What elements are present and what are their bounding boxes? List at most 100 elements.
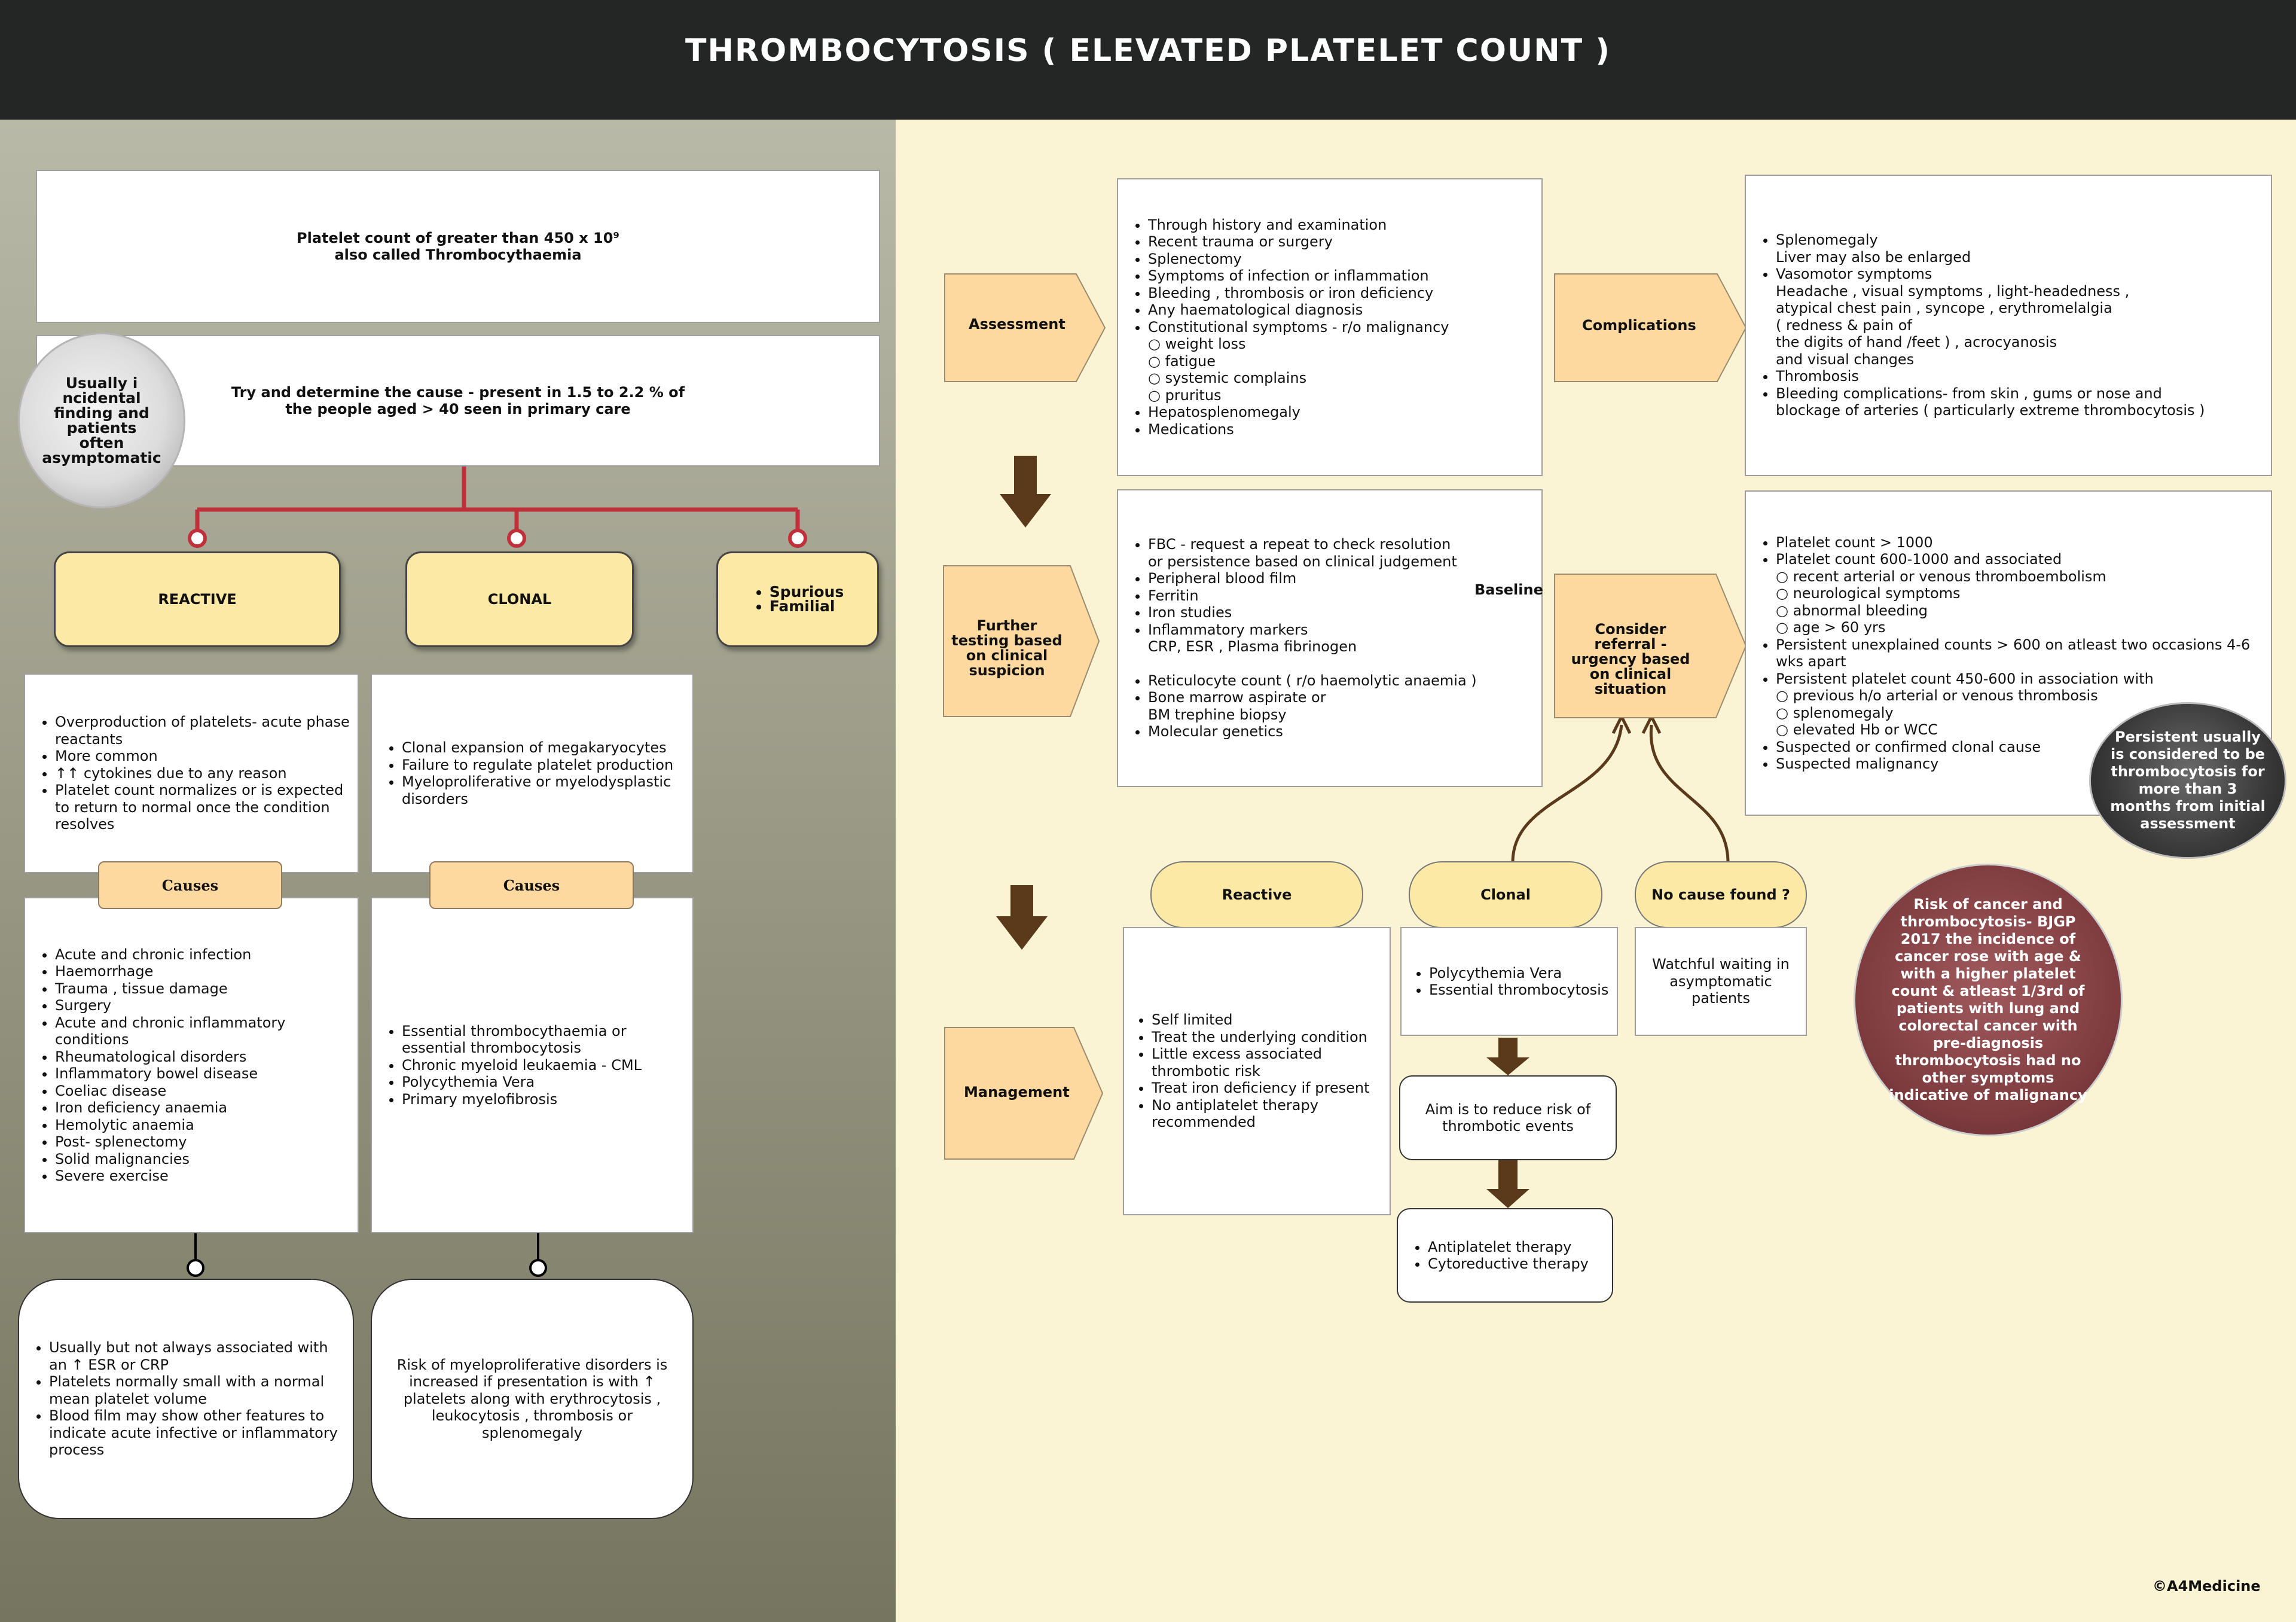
cancer-risk-circle: Risk of cancer and thrombocytosis- BJGP … bbox=[1854, 864, 2123, 1136]
list-item: pruritus bbox=[1148, 387, 1534, 404]
testing-list-2: Reticulocyte count ( r/o haemolytic anae… bbox=[1130, 672, 1534, 740]
reactive-desc-box: Overproduction of platelets- acute phase… bbox=[24, 673, 359, 873]
list-item: Spurious bbox=[770, 584, 844, 599]
list-item: Platelet count normalizes or is expected… bbox=[55, 782, 350, 833]
item-text: Inflammatory markers bbox=[1148, 621, 1308, 638]
item-text: or persistence based on clinical judgeme… bbox=[1148, 553, 1457, 570]
incidental-text: asymptomatic bbox=[42, 449, 161, 467]
referral-list-2: Persistent unexplained counts > 600 on a… bbox=[1758, 636, 2264, 688]
list-item: Treat iron deficiency if present bbox=[1152, 1080, 1382, 1097]
list-item: No antiplatelet therapy recommended bbox=[1152, 1097, 1382, 1131]
reactive-causes-list: Acute and chronic infection Haemorrhage … bbox=[37, 946, 350, 1185]
item-text: Bleeding complications- from skin , gums… bbox=[1776, 385, 2162, 402]
arrow-down-icon bbox=[1000, 456, 1051, 528]
list-item: Usually but not always associated with a… bbox=[49, 1339, 341, 1373]
item-text: CRP, ESR , Plasma fibrinogen bbox=[1148, 638, 1357, 655]
list-item: Post- splenectomy bbox=[55, 1133, 350, 1151]
header-bar bbox=[0, 0, 2296, 120]
item-text: Liver may also be enlarged bbox=[1776, 248, 1971, 266]
reactive-pill-label: Reactive bbox=[1222, 886, 1292, 903]
list-item: Thrombosis bbox=[1776, 368, 2264, 385]
list-item: age > 60 yrs bbox=[1776, 619, 2264, 636]
clonal-causes-list: Essential thrombocythaemia or essential … bbox=[384, 1023, 685, 1108]
referral-label: Consider referral - urgency based on cli… bbox=[1571, 621, 1690, 697]
list-item: Acute and chronic infection bbox=[55, 946, 350, 964]
no-cause-pill: No cause found ? bbox=[1635, 861, 1807, 928]
baseline-label: Baseline bbox=[1474, 581, 1543, 598]
list-item: ↑↑ cytokines due to any reason bbox=[55, 765, 350, 782]
list-item: Ferritin bbox=[1148, 587, 1534, 605]
no-cause-pill-label: No cause found ? bbox=[1651, 886, 1790, 903]
management-tab-shape bbox=[944, 1027, 1104, 1160]
list-item: FBC - request a repeat to check resoluti… bbox=[1148, 536, 1534, 570]
incidental-text: often bbox=[79, 434, 124, 452]
causes-label-text: Causes bbox=[161, 876, 219, 894]
assessment-list: Through history and examination Recent t… bbox=[1130, 217, 1534, 336]
list-item: Any haematological diagnosis bbox=[1148, 301, 1534, 319]
list-item: Bleeding complications- from skin , gums… bbox=[1776, 385, 2264, 419]
definition-line2: also called Thrombocythaemia bbox=[334, 246, 582, 263]
clonal-management-list: Polycythemia Vera Essential thrombocytos… bbox=[1411, 965, 1610, 999]
list-item: Surgery bbox=[55, 997, 350, 1014]
complications-tab-shape bbox=[1554, 273, 1747, 382]
reactive-label: REACTIVE bbox=[158, 591, 237, 608]
list-item: Myeloproliferative or myelodysplastic di… bbox=[402, 773, 685, 807]
aim-box: Aim is to reduce risk of thrombotic even… bbox=[1399, 1075, 1617, 1160]
causes-label-text: Causes bbox=[503, 876, 560, 894]
list-item: Essential thrombocytosis bbox=[1429, 981, 1610, 999]
cause-line1: Try and determine the cause - present in… bbox=[231, 384, 685, 401]
clonal-note-box: Risk of myeloproliferative disorders is … bbox=[371, 1279, 694, 1519]
list-item: Hemolytic anaemia bbox=[55, 1117, 350, 1134]
list-item: Treat the underlying condition bbox=[1152, 1029, 1382, 1046]
persistent-text: Persistent usually is considered to be t… bbox=[2110, 728, 2266, 832]
list-item: Trauma , tissue damage bbox=[55, 980, 350, 998]
reactive-management-list: Self limited Treat the underlying condit… bbox=[1134, 1011, 1382, 1131]
definition-line1: Platelet count of greater than 450 x 10⁹ bbox=[297, 230, 619, 246]
other-list: Spurious Familial bbox=[752, 584, 844, 614]
clonal-desc-list: Clonal expansion of megakaryocytes Failu… bbox=[384, 739, 685, 807]
clonal-pill-label: Clonal bbox=[1480, 886, 1531, 903]
list-item: Severe exercise bbox=[55, 1167, 350, 1185]
reactive-pill: Reactive bbox=[1150, 861, 1363, 928]
list-item: Platelet count 600-1000 and associated bbox=[1776, 551, 2264, 568]
assessment-label: Assessment bbox=[969, 316, 1065, 333]
list-item: Rheumatological disorders bbox=[55, 1048, 350, 1066]
assessment-box: Through history and examination Recent t… bbox=[1117, 178, 1543, 476]
list-item: Acute and chronic inflammatory condition… bbox=[55, 1014, 350, 1048]
item-text: the digits of hand /feet ) , acrocyanosi… bbox=[1776, 334, 2057, 351]
clonal-causes-box: Essential thrombocythaemia or essential … bbox=[371, 897, 694, 1233]
list-item: Hepatosplenomegaly bbox=[1148, 404, 1534, 421]
connector-dot bbox=[507, 529, 526, 548]
connector-dot bbox=[788, 529, 807, 548]
incidental-text: ncidental bbox=[62, 389, 141, 407]
assessment-sublist: weight loss fatigue systemic complains p… bbox=[1130, 336, 1534, 404]
incidental-text: finding and bbox=[54, 404, 149, 422]
incidental-circle: Usually i ncidental finding and patients… bbox=[18, 333, 185, 508]
incidental-text: Usually i bbox=[65, 374, 138, 392]
item-text: atypical chest pain , syncope , erythrom… bbox=[1776, 300, 2112, 317]
list-item: Failure to regulate platelet production bbox=[402, 757, 685, 774]
clonal-note-text: Risk of myeloproliferative disorders is … bbox=[396, 1356, 668, 1441]
assessment-tab-shape bbox=[944, 273, 1106, 382]
list-item: splenomegaly bbox=[1776, 705, 2264, 722]
list-item: weight loss bbox=[1148, 336, 1534, 353]
item-text: FBC - request a repeat to check resoluti… bbox=[1148, 536, 1451, 553]
referral-tab-shape bbox=[1554, 574, 1747, 718]
reactive-notes-box: Usually but not always associated with a… bbox=[18, 1279, 354, 1519]
connector-dot bbox=[188, 529, 207, 548]
list-item: Clonal expansion of megakaryocytes bbox=[402, 739, 685, 757]
therapy-list: Antiplatelet therapy Cytoreductive thera… bbox=[1410, 1239, 1605, 1273]
item-text: ( redness & pain of bbox=[1776, 316, 1912, 334]
reactive-management-box: Self limited Treat the underlying condit… bbox=[1123, 927, 1391, 1215]
referral-sublist: recent arterial or venous thromboembolis… bbox=[1758, 568, 2264, 636]
connector-dot bbox=[529, 1259, 547, 1277]
referral-sublist-2: previous h/o arterial or venous thrombos… bbox=[1758, 687, 2264, 739]
list-item: Iron deficiency anaemia bbox=[55, 1099, 350, 1117]
clonal-category: CLONAL bbox=[405, 551, 634, 647]
list-item: Peripheral blood film bbox=[1148, 570, 1534, 587]
